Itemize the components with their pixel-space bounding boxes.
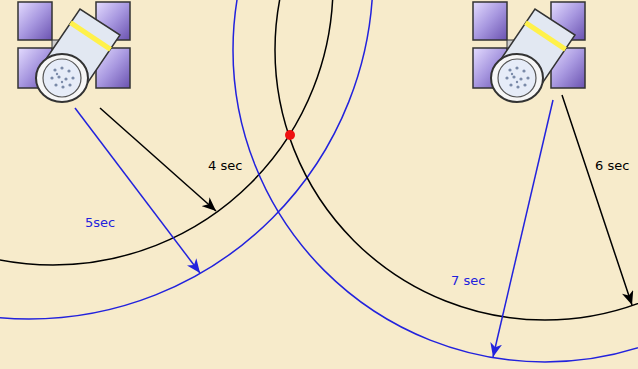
position-fix-dot xyxy=(285,130,295,140)
time-label: 7 sec xyxy=(450,273,486,288)
satellite xyxy=(473,2,585,102)
signal-arrow xyxy=(562,95,632,305)
time-label: 6 sec xyxy=(594,158,630,173)
range-arc xyxy=(233,0,638,362)
range-arc xyxy=(275,0,638,320)
signal-arrow xyxy=(493,100,553,357)
time-label: 5sec xyxy=(84,215,116,230)
range-arc xyxy=(0,0,333,265)
signal-arrow xyxy=(100,108,216,211)
range-arc xyxy=(0,0,373,319)
time-label: 4 sec xyxy=(207,158,243,173)
satellite xyxy=(18,2,130,102)
signal-arrow xyxy=(75,108,200,273)
